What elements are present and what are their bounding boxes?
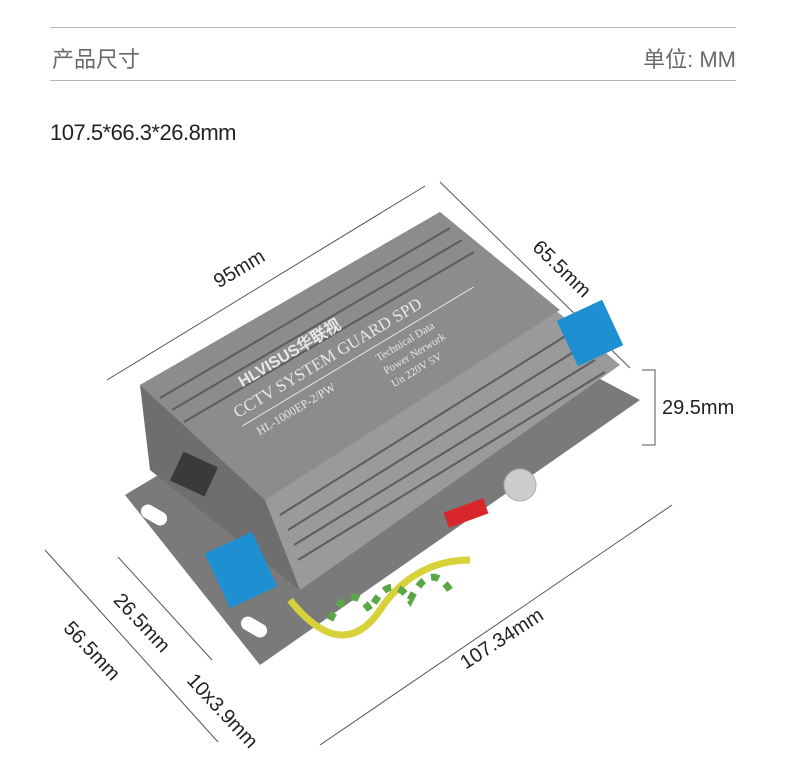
ground-wire <box>287 556 471 639</box>
dim-line-95 <box>106 185 426 381</box>
rj45-port <box>170 451 218 497</box>
dim-label-29: 29.5mm <box>662 397 735 419</box>
header-top-rule <box>50 27 736 28</box>
header-bottom-rule <box>50 80 736 81</box>
section-title: 产品尺寸 <box>52 47 141 72</box>
overall-dimensions: 107.5*66.3*26.8mm <box>50 120 236 145</box>
mount-hole <box>140 504 168 526</box>
dim-line-26 <box>117 556 213 661</box>
dimension-lines <box>44 181 673 746</box>
unit-label: 单位: MM <box>643 47 736 72</box>
lug-sleeve <box>443 498 489 528</box>
device-top <box>140 212 560 500</box>
heat-fins <box>159 227 606 561</box>
dim-line-29 <box>642 369 656 446</box>
ground-lug <box>503 468 537 502</box>
terminal-block-left <box>204 531 278 609</box>
dim-line-56 <box>44 549 219 743</box>
terminal-block-right <box>556 299 624 367</box>
device-front <box>140 385 300 590</box>
mount-hole <box>240 616 268 638</box>
dim-line-107 <box>319 504 673 746</box>
